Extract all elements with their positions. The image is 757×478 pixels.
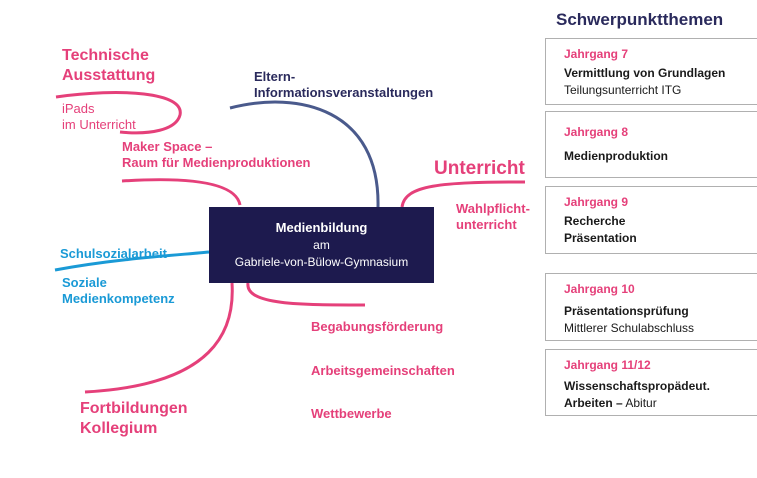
card-line: Wissenschaftspropädeut. [564, 379, 710, 393]
card-jahrgang-7: Jahrgang 7 Vermittlung von Grundlagen Te… [545, 38, 757, 105]
card-line: Arbeiten – Abitur [564, 395, 757, 412]
card-year: Jahrgang 10 [564, 282, 635, 296]
label-ipads-line1: iPads [62, 101, 95, 116]
connector-schulsozial [54, 250, 210, 272]
card-line-text: Mittlerer Schulabschluss [564, 321, 695, 335]
label-soziale-medienkompetenz: Soziale Medienkompetenz [62, 275, 175, 308]
card-year: Jahrgang 8 [564, 125, 629, 139]
connector-begabung [246, 282, 366, 307]
label-wahlpflicht: Wahlpflicht- unterricht [456, 201, 530, 234]
label-maker-line2: Raum für Medienproduktionen [122, 155, 311, 171]
label-fortbildung-line1: Fortbildungen [80, 400, 188, 417]
card-year: Jahrgang 11/12 [564, 358, 651, 372]
card-jahrgang-8: Jahrgang 8 Medienproduktion [545, 111, 757, 178]
card-line: Teilungsunterricht ITG [564, 82, 757, 99]
card-jahrgang-10: Jahrgang 10 Präsentationsprüfung Mittler… [545, 273, 757, 341]
label-wettbewerbe: Wettbewerbe [311, 406, 392, 421]
connector-eltern [229, 100, 380, 208]
label-schulsozialarbeit: Schulsozialarbeit [60, 246, 167, 261]
connector-ipads [55, 91, 182, 135]
center-line3: Gabriele-von-Bülow-Gymnasium [234, 255, 409, 269]
label-arbeitsgemeinschaften: Arbeitsgemeinschaften [311, 363, 455, 378]
card-jahrgang-9: Jahrgang 9 Recherche Präsentation [545, 186, 757, 254]
label-begabungsfoerderung: Begabungsförderung [311, 319, 444, 334]
card-line-bold-part: Arbeiten – [564, 396, 623, 410]
card-year: Jahrgang 7 [564, 47, 629, 61]
label-maker-line1: Maker Space – [122, 139, 213, 154]
center-title: Medienbildung [275, 220, 368, 235]
card-line: Vermittlung von Grundlagen [564, 66, 726, 80]
label-technische-ausstattung: Technische Ausstattung [62, 46, 155, 86]
center-node: Medienbildung am Gabriele-von-Bülow-Gymn… [209, 207, 434, 283]
card-line: Präsentationsprüfung [564, 304, 689, 318]
label-ipads: iPads im Unterricht [62, 101, 136, 134]
label-wahlpflicht-line2: unterricht [456, 217, 517, 233]
panel-title: Schwerpunktthemen [556, 10, 724, 29]
label-ipads-line2: im Unterricht [62, 117, 136, 133]
card-line: Recherche [564, 214, 626, 228]
label-maker-space: Maker Space – Raum für Medienproduktione… [122, 139, 311, 172]
label-fortbildung-line2: Kollegium [80, 420, 158, 437]
card-line-text: Teilungsunterricht ITG [564, 83, 682, 97]
card-line: Präsentation [564, 231, 637, 245]
connector-fortbildung [84, 282, 234, 394]
connector-unterricht [400, 180, 526, 208]
card-line-text: Arbeiten – Abitur [564, 396, 657, 410]
card-jahrgang-11-12: Jahrgang 11/12 Wissenschaftspropädeut. A… [545, 349, 757, 416]
label-soziale-line1: Soziale [62, 275, 107, 290]
label-technische-line2: Ausstattung [62, 67, 156, 84]
label-unterricht: Unterricht [434, 158, 525, 179]
connector-maker [121, 178, 242, 206]
label-wahlpflicht-line1: Wahlpflicht- [456, 201, 530, 216]
label-technische-line1: Technische [62, 47, 149, 64]
label-eltern: Eltern- Informationsveranstaltungen [254, 69, 433, 102]
label-fortbildungen: Fortbildungen Kollegium [80, 399, 188, 439]
card-line-normal-part: Abitur [622, 396, 657, 410]
label-eltern-line1: Eltern- [254, 69, 296, 84]
card-line: Medienproduktion [564, 149, 668, 163]
card-line: Mittlerer Schulabschluss [564, 320, 757, 337]
label-eltern-line2: Informationsveranstaltungen [254, 85, 434, 101]
center-line2: am [313, 238, 330, 252]
label-soziale-line2: Medienkompetenz [62, 291, 175, 307]
card-year: Jahrgang 9 [564, 195, 629, 209]
